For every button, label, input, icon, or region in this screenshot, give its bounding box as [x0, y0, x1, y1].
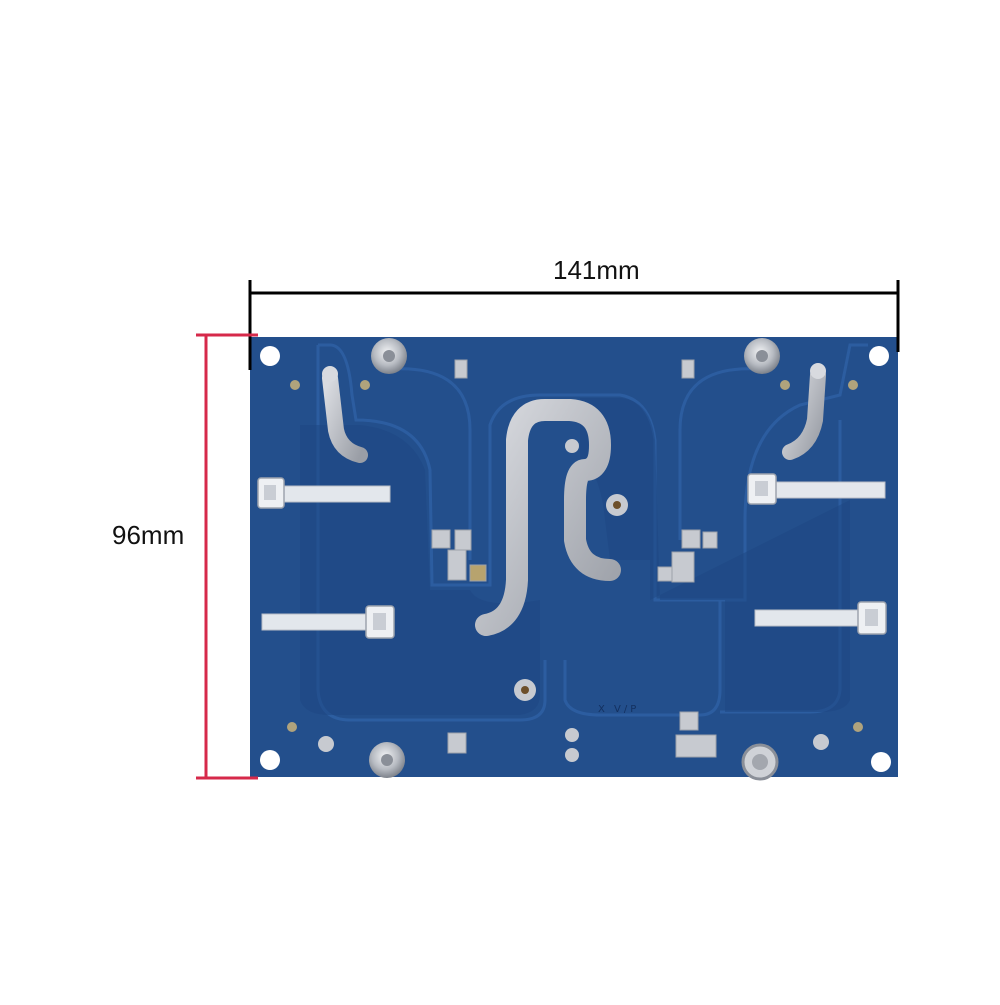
board-marking: X V/P	[598, 704, 639, 715]
cable-ties	[257, 473, 887, 639]
cable-tie-upper-left	[257, 477, 391, 509]
component-pads	[431, 359, 718, 758]
cable-tie-upper-right	[747, 473, 886, 505]
height-dimension-marker	[196, 333, 258, 780]
mounting-holes	[260, 346, 891, 772]
lead-tips	[322, 363, 826, 382]
cable-tie-lower-right	[754, 601, 887, 635]
width-dimension-marker	[248, 280, 900, 370]
screw-heads	[369, 338, 780, 781]
cable-tie-lower-left	[261, 605, 395, 639]
solder-leads	[322, 367, 826, 463]
width-dimension-label: 141mm	[553, 255, 640, 285]
height-dimension-label: 96mm	[112, 520, 185, 550]
via-pads	[287, 380, 863, 732]
through-hole-pads	[318, 439, 829, 762]
bus-bar	[475, 399, 621, 636]
